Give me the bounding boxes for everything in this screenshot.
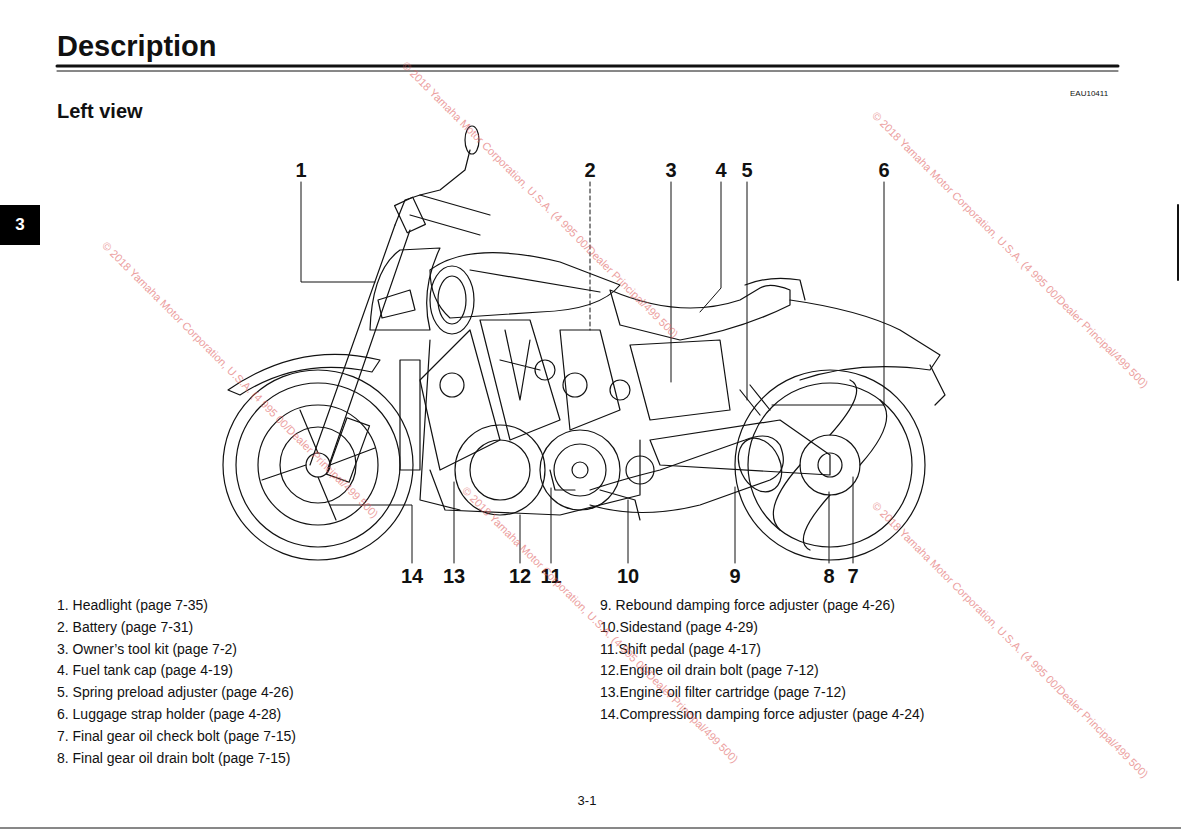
page-title: Description — [57, 32, 217, 61]
callout-number: 2 — [584, 160, 595, 180]
watermark: © 2018 Yamaha Motor Corporation, U.S.A. … — [870, 500, 1150, 780]
part-list-item: 6. Luggage strap holder (page 4-28) — [57, 707, 281, 721]
part-list-item: 14.Compression damping force adjuster (p… — [600, 707, 925, 721]
chapter-tab: 3 — [0, 205, 40, 245]
callout-number: 6 — [878, 160, 889, 180]
part-list-item: 3. Owner’s tool kit (page 7-2) — [57, 642, 237, 656]
callout-number: 3 — [665, 160, 676, 180]
callout-number: 5 — [741, 160, 752, 180]
part-list-item: 8. Final gear oil drain bolt (page 7-15) — [57, 751, 290, 765]
chapter-number: 3 — [15, 215, 24, 235]
part-list-item: 9. Rebound damping force adjuster (page … — [600, 598, 895, 612]
part-list-item: 10.Sidestand (page 4-29) — [600, 620, 758, 634]
watermark: © 2018 Yamaha Motor Corporation, U.S.A. … — [400, 60, 680, 340]
callout-number: 8 — [823, 566, 834, 586]
part-list-item: 2. Battery (page 7-31) — [57, 620, 193, 634]
callout-number: 9 — [729, 566, 740, 586]
callout-number: 1 — [295, 160, 306, 180]
part-list-item: 4. Fuel tank cap (page 4-19) — [57, 663, 233, 677]
part-list-item: 7. Final gear oil check bolt (page 7-15) — [57, 729, 296, 743]
page-number: 3-1 — [578, 794, 597, 807]
part-list-item: 5. Spring preload adjuster (page 4-26) — [57, 685, 294, 699]
callout-number: 14 — [401, 566, 423, 586]
section-heading: Left view — [57, 101, 143, 121]
callout-number: 7 — [847, 566, 858, 586]
callout-number: 12 — [509, 566, 531, 586]
part-list-item: 1. Headlight (page 7-35) — [57, 598, 208, 612]
part-list-item: 13.Engine oil filter cartridge (page 7-1… — [600, 685, 846, 699]
callout-number: 4 — [715, 160, 726, 180]
callout-number: 10 — [617, 566, 639, 586]
doc-code: EAU10411 — [1070, 90, 1108, 98]
watermark: © 2018 Yamaha Motor Corporation, U.S.A. … — [870, 110, 1150, 390]
callout-number: 13 — [443, 566, 465, 586]
